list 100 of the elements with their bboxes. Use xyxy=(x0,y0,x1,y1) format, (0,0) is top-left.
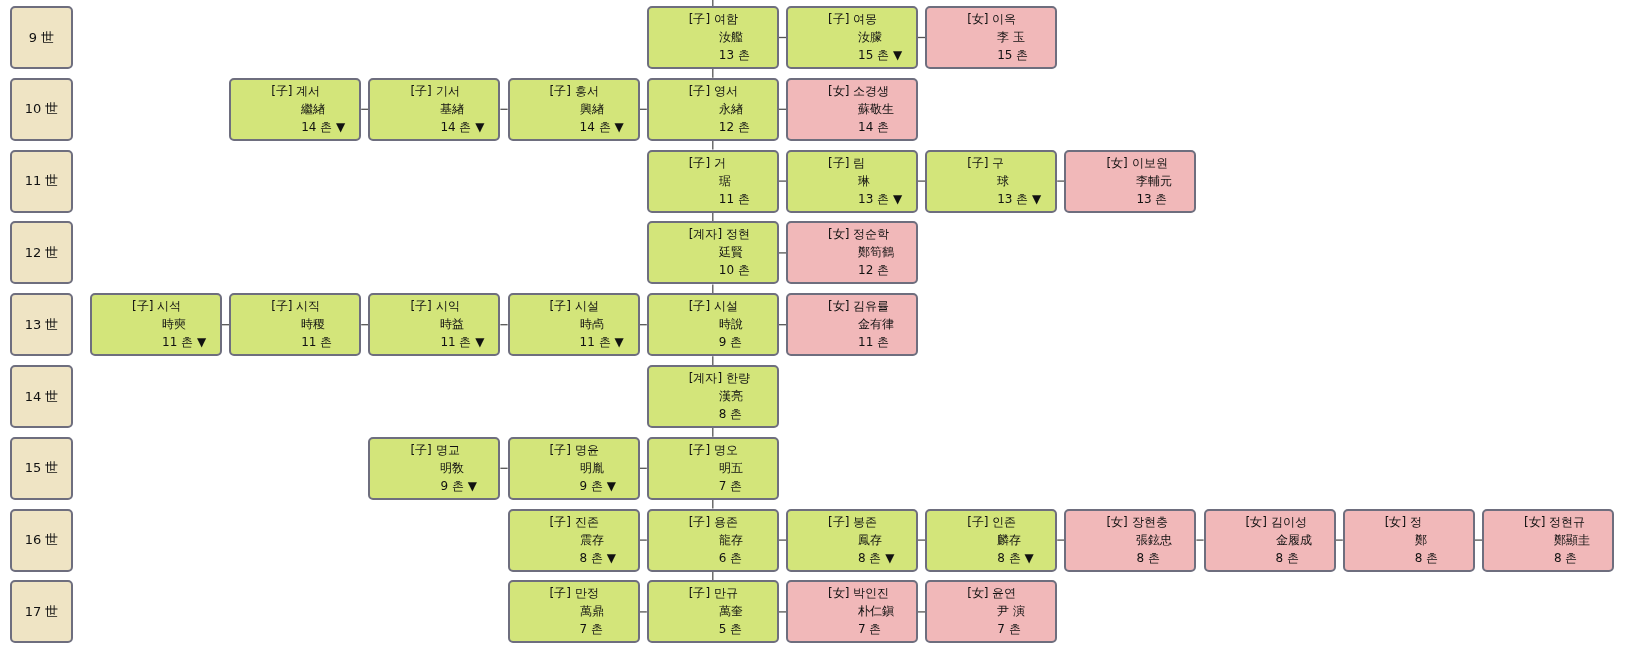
hanja-name-text: 明敎 xyxy=(440,460,465,476)
kinship-degree-text: 8 촌 ▼ xyxy=(579,550,617,566)
relation-name-text: [子] 봉존 xyxy=(828,514,878,530)
person-card xyxy=(786,221,918,285)
kinship-degree-text: 11 촌 xyxy=(858,335,890,351)
kinship-degree-text: 12 촌 xyxy=(718,119,750,135)
relation-name-text: [子] 시설 xyxy=(688,299,738,315)
relation-name-text: [子] 구 xyxy=(967,155,1005,171)
relation-name-text: [계자] 정현 xyxy=(688,227,750,243)
hanja-name-text: 琳 xyxy=(858,173,870,189)
relation-name-text: [子] 용존 xyxy=(688,514,738,530)
connector-line xyxy=(1056,539,1066,541)
kinship-degree-text: 8 촌 xyxy=(1554,550,1578,566)
person-card xyxy=(646,436,779,500)
kinship-degree-text: 11 촌 ▼ xyxy=(579,335,624,351)
connector-line xyxy=(778,539,787,541)
hanja-name-text: 鳳存 xyxy=(858,532,882,548)
relation-name-text: [女] 소경생 xyxy=(828,83,890,99)
relation-name-text: [子] 흥서 xyxy=(549,83,599,99)
person-card xyxy=(646,580,779,644)
kinship-degree-text: 6 촌 xyxy=(718,550,743,566)
person-card xyxy=(646,77,779,141)
hanja-name-text: 尹 演 xyxy=(997,604,1025,620)
kinship-degree-text: 11 촌 xyxy=(301,335,333,351)
kinship-degree-text: 8 촌 ▼ xyxy=(997,550,1034,566)
hanja-name-text: 琚 xyxy=(718,173,731,189)
person-card xyxy=(1064,149,1197,213)
hanja-name-text: 繼緖 xyxy=(301,101,326,117)
person-card xyxy=(90,293,222,357)
kinship-degree-text: 13 촌 ▼ xyxy=(997,191,1042,207)
generation-box xyxy=(10,149,73,213)
generation-box xyxy=(10,77,73,141)
generation-label: 9 世 xyxy=(28,28,55,47)
person-card xyxy=(1342,508,1475,572)
relation-name-text: [子] 거 xyxy=(688,155,726,171)
person-card xyxy=(1203,508,1336,572)
kinship-degree-text: 14 촌 ▼ xyxy=(440,119,485,135)
hanja-name-text: 麟存 xyxy=(997,532,1022,548)
hanja-name-text: 張鉉忠 xyxy=(1136,532,1173,548)
kinship-degree-text: 15 촌 xyxy=(997,48,1029,63)
relation-name-text: [女] 김이성 xyxy=(1245,514,1307,530)
kinship-degree-text: 9 촌 xyxy=(718,335,743,351)
hanja-name-text: 時說 xyxy=(718,317,743,333)
connector-line xyxy=(1056,180,1066,182)
hanja-name-text: 漢亮 xyxy=(718,389,743,404)
kinship-degree-text: 13 촌 ▼ xyxy=(858,191,903,207)
hanja-name-text: 汝朦 xyxy=(858,30,882,45)
relation-name-text: [子] 만정 xyxy=(549,586,599,602)
kinship-degree-text: 9 촌 ▼ xyxy=(440,478,477,494)
person-card xyxy=(507,77,640,141)
relation-name-text: [子] 시석 xyxy=(132,299,182,315)
hanja-name-text: 鄭筍鶴 xyxy=(858,245,894,261)
person-card xyxy=(786,508,918,572)
kinship-degree-text: 9 촌 ▼ xyxy=(579,478,617,494)
hanja-name-text: 興緖 xyxy=(579,101,604,117)
person-card xyxy=(925,149,1058,213)
relation-name-text: [女] 장현충 xyxy=(1106,514,1168,530)
relation-name-text: [女] 이보원 xyxy=(1106,155,1168,171)
hanja-name-text: 龍存 xyxy=(718,532,743,548)
hanja-name-text: 球 xyxy=(997,173,1010,189)
hanja-name-text: 時稷 xyxy=(301,317,326,333)
person-card xyxy=(646,293,779,357)
person-card xyxy=(646,149,779,213)
kinship-degree-text: 7 촌 xyxy=(718,478,743,494)
hanja-name-text: 金履成 xyxy=(1275,532,1312,548)
connector-line xyxy=(712,0,714,7)
kinship-degree-text: 14 촌 ▼ xyxy=(301,119,346,135)
generation-box xyxy=(10,293,73,357)
kinship-degree-text: 15 촌 ▼ xyxy=(858,48,903,63)
kinship-degree-text: 8 촌 ▼ xyxy=(858,550,895,566)
hanja-name-text: 明胤 xyxy=(579,460,604,476)
person-card xyxy=(646,221,779,285)
hanja-name-text: 萬鼎 xyxy=(579,604,604,620)
hanja-name-text: 鄭顯圭 xyxy=(1554,532,1590,548)
relation-name-text: [女] 정 xyxy=(1384,514,1422,530)
hanja-name-text: 時奭 xyxy=(162,317,186,333)
hanja-name-text: 李輔元 xyxy=(1136,173,1173,189)
hanja-name-text: 廷賢 xyxy=(718,245,743,261)
person-card xyxy=(1064,508,1197,572)
connector-line xyxy=(778,611,787,613)
connector-line xyxy=(1195,539,1205,541)
relation-name-text: [子] 인존 xyxy=(967,514,1017,530)
generation-label: 15 世 xyxy=(24,459,59,478)
hanja-name-text: 鄭 xyxy=(1414,532,1427,548)
hanja-name-text: 震存 xyxy=(579,532,604,548)
relation-name-text: [女] 정순학 xyxy=(828,227,890,243)
connector-line xyxy=(1474,539,1483,541)
kinship-degree-text: 14 촌 xyxy=(858,119,890,135)
generation-label: 17 世 xyxy=(24,602,59,621)
relation-name-text: [子] 만규 xyxy=(688,586,738,602)
relation-name-text: [子] 림 xyxy=(828,155,866,171)
hanja-name-text: 明五 xyxy=(718,460,743,476)
kinship-degree-text: 10 촌 xyxy=(718,263,750,279)
person-card xyxy=(1482,508,1614,572)
relation-name-text: [女] 김유률 xyxy=(828,299,890,315)
generation-box xyxy=(10,365,73,428)
relation-name-text: [女] 윤연 xyxy=(967,586,1017,602)
person-card xyxy=(229,77,362,141)
person-card xyxy=(786,149,918,213)
generation-box xyxy=(10,436,73,500)
